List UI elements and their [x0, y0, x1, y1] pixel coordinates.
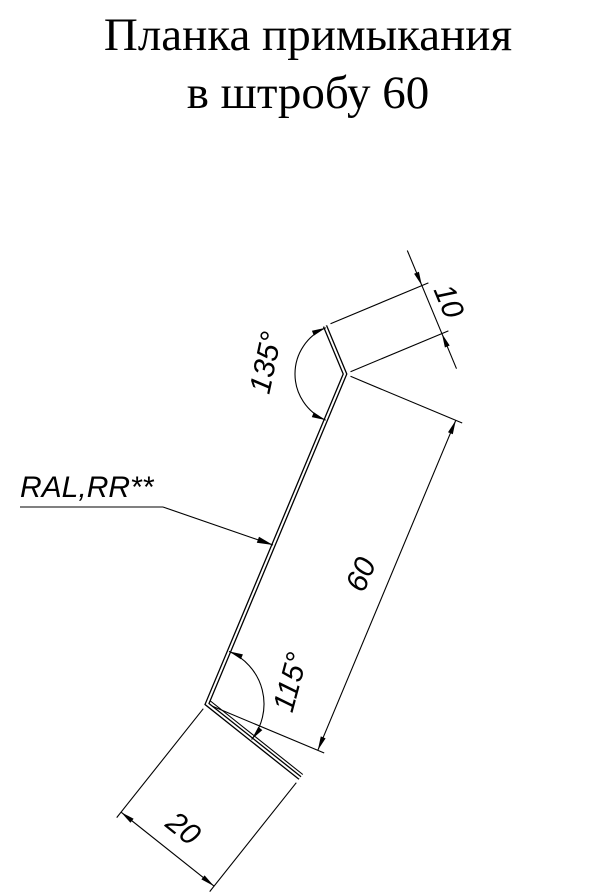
dim-lip-length-label: 10	[427, 280, 470, 324]
flange-hem-line	[209, 700, 304, 775]
dimension-arrowhead	[414, 271, 422, 286]
extension-line	[350, 375, 463, 424]
extension-line	[209, 782, 297, 892]
dimension-line	[317, 420, 457, 751]
dimension-line	[406, 250, 458, 369]
angle-arrowhead	[251, 726, 263, 740]
dimension-web: 60	[212, 375, 463, 754]
title-line-2: в штробу 60	[186, 67, 430, 119]
angle-arrowhead	[311, 412, 326, 421]
dimension-arrowhead	[441, 333, 450, 348]
leader-line	[162, 506, 274, 546]
extension-line	[350, 330, 449, 373]
dim-flange-length-label: 20	[159, 805, 207, 852]
dim-bottom-angle-label: 115°	[267, 649, 314, 715]
material-leader: RAL,RR**	[20, 471, 274, 546]
dimension-lip: 10	[330, 250, 470, 373]
material-label: RAL,RR**	[20, 471, 155, 504]
profile-sheet-gap	[205, 325, 347, 779]
profile-outline	[204, 325, 348, 780]
dimension-arrowhead	[317, 736, 326, 751]
dimension-arrowhead	[201, 875, 214, 887]
angle-arc	[294, 327, 327, 421]
dimension-flange: 20	[116, 708, 297, 892]
angle-arrowhead	[311, 327, 326, 336]
drawing-title: Планка примыкания в штробу 60	[0, 6, 616, 122]
dim-top-angle-label: 135°	[244, 329, 289, 397]
dimension-arrowhead	[121, 812, 134, 823]
title-line-1: Планка примыкания	[103, 9, 513, 61]
dimension-arrowhead	[448, 420, 456, 435]
dim-web-length-label: 60	[340, 553, 383, 597]
extension-line	[212, 705, 325, 754]
dimension-line	[120, 811, 215, 887]
leader-arrowhead	[256, 536, 273, 545]
extension-line	[116, 708, 204, 818]
angle-top-bend: 135°	[244, 327, 327, 421]
extension-line	[330, 282, 429, 325]
angle-arrowhead	[229, 651, 243, 660]
